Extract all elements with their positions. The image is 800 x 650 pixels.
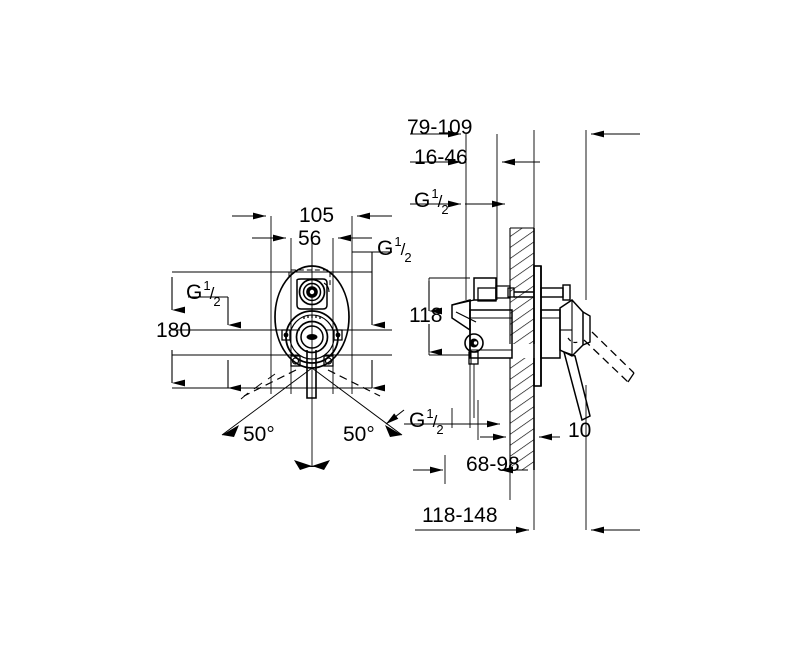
dimension-label-79-109: 79-109 <box>407 116 473 139</box>
side-view-wall-section <box>509 227 535 470</box>
front-view-mounting-lugs <box>281 329 343 341</box>
thread-label-front-right: G1/2 <box>377 234 412 266</box>
side-view-valve-body <box>451 277 534 365</box>
side-view-trim-body <box>540 309 561 359</box>
angle-label-right: 50° <box>343 423 375 446</box>
dimension-label-118: 118 <box>409 304 443 327</box>
side-view-lever-phantom <box>583 331 635 383</box>
dimension-label-68-98: 68-98 <box>466 453 520 476</box>
dimension-10 <box>477 400 560 441</box>
front-view-angle-arrowheads <box>222 425 402 470</box>
side-view-lever-down <box>562 350 591 422</box>
thread-label-front-left: G1/2 <box>186 278 221 310</box>
front-view-swing-dashed-right <box>327 369 381 397</box>
front-view-inner-plate <box>288 269 331 285</box>
front-view-lever-handle <box>306 350 317 399</box>
dimension-label-180: 180 <box>156 319 192 342</box>
thread-label-side-bottom: G1/2 <box>409 406 444 438</box>
thread-label-side-top: G1/2 <box>414 186 449 218</box>
drawing-geometry <box>171 130 640 534</box>
dimension-label-10: 10 <box>568 419 592 442</box>
dimension-label-118-148: 118-148 <box>422 504 498 527</box>
side-view-handle-hub <box>559 299 591 357</box>
front-view-outlet-bosses <box>290 355 334 367</box>
side-view-escutcheon-plate <box>533 265 542 387</box>
dimension-label-16-46: 16-46 <box>414 146 468 169</box>
thread-leader-front-left <box>188 296 241 392</box>
side-view-diverter-spindle <box>540 284 571 301</box>
thread-leader-front-right <box>352 251 392 392</box>
front-view-diverter-knob <box>296 278 330 310</box>
dimension-label-56: 56 <box>298 227 322 250</box>
dimension-68-98 <box>413 455 528 484</box>
dimension-label-105: 105 <box>299 204 335 227</box>
front-view-swing-dashed-left <box>243 369 297 397</box>
thread-leader-side-bottom <box>385 409 500 428</box>
angle-label-left: 50° <box>243 423 275 446</box>
